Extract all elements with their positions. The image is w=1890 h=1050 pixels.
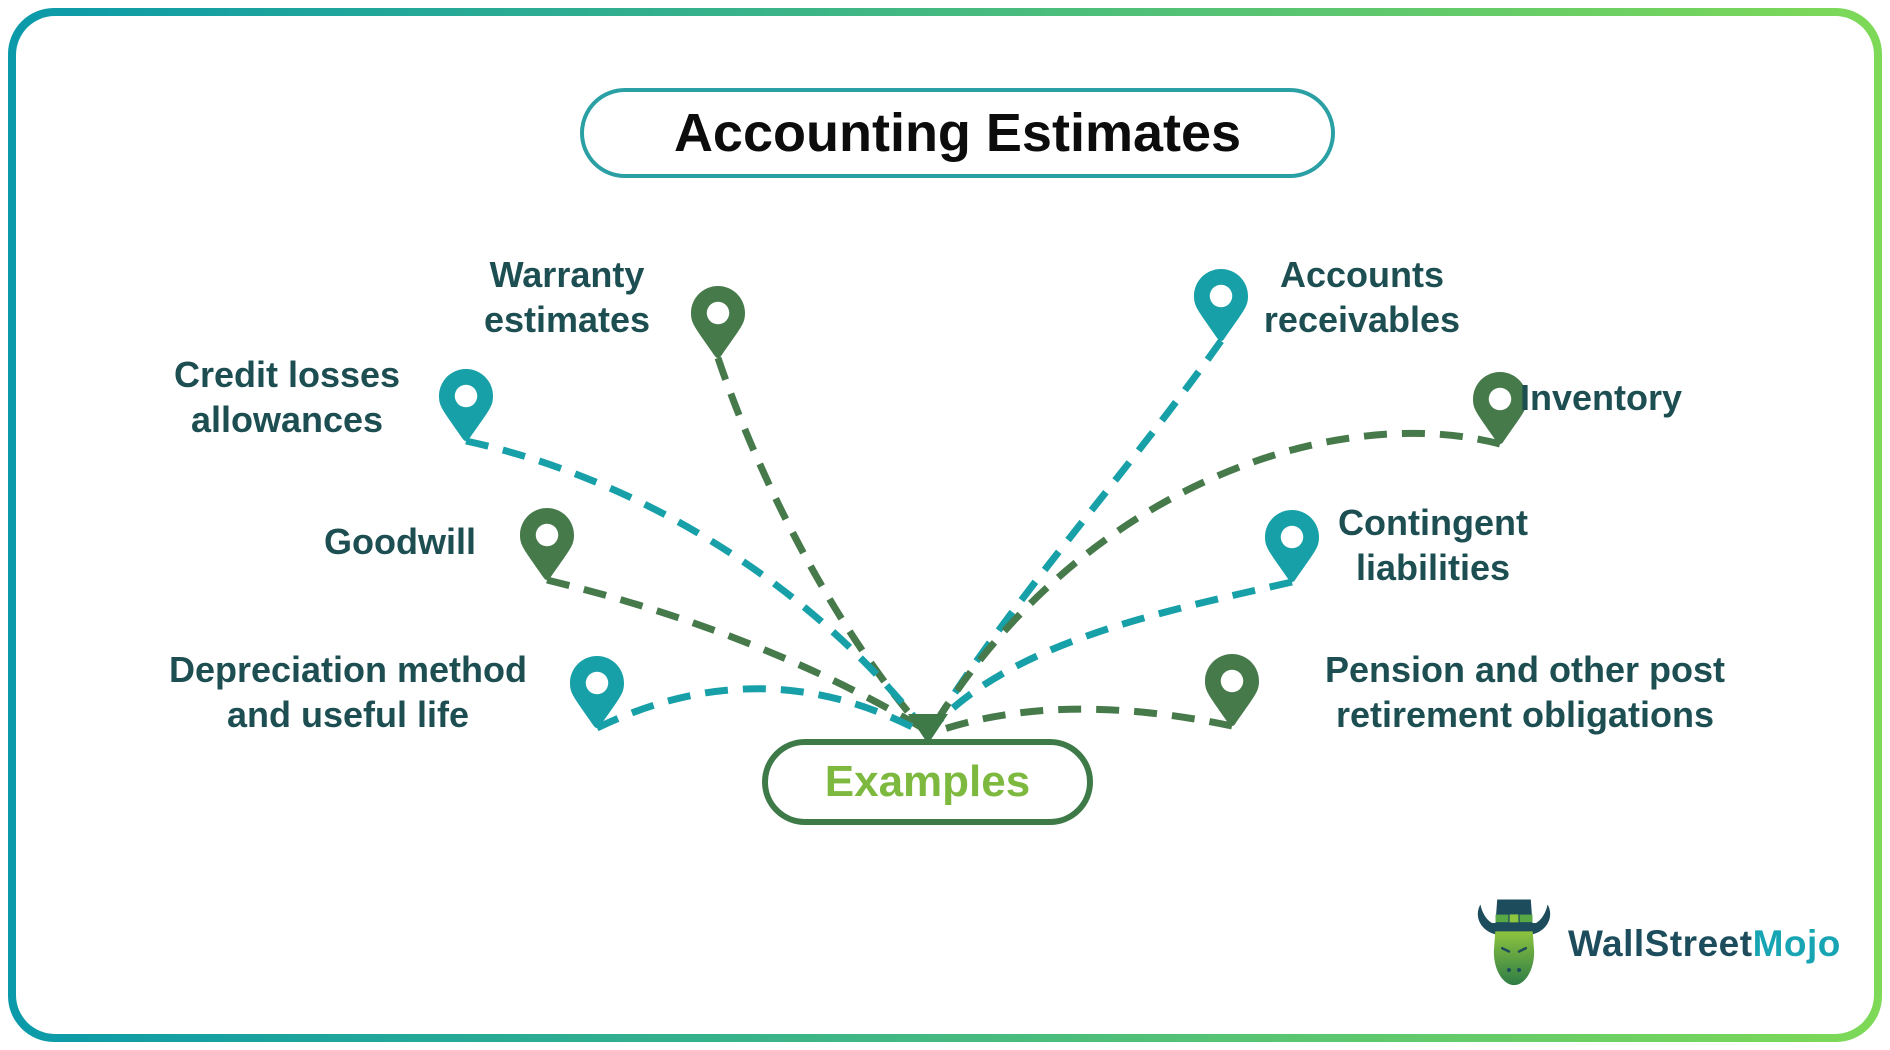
connector-warranty — [714, 356, 923, 729]
bull-mascot-icon — [1477, 899, 1551, 986]
border-frame — [8, 8, 1882, 1042]
connector-depreciation — [595, 685, 922, 735]
arrowhead-icon — [908, 714, 948, 744]
item-label-goodwill: Goodwill — [324, 521, 476, 562]
logo-text: WallStreetMojo — [1568, 923, 1841, 965]
connector-accounts-receivables — [930, 338, 1224, 728]
connector-credit-losses — [465, 437, 925, 730]
item-label-pension-obligations: Pension and other post retirement obliga… — [1324, 649, 1726, 735]
connector-pension — [936, 705, 1233, 735]
examples-label: Examples — [824, 757, 1031, 806]
item-label-contingent-liabilities: Contingent liabilities — [1338, 502, 1528, 588]
item-label-warranty-estimates: Warranty estimates — [483, 254, 651, 340]
wallstreetmojo-logo: WallStreetMojo — [1472, 896, 1841, 992]
pension-pin-icon — [1205, 654, 1259, 727]
item-label-credit-losses-allowances: Credit losses allowances — [173, 354, 401, 440]
credit-losses-pin-icon — [439, 369, 493, 442]
page-title: Accounting Estimates — [673, 103, 1242, 163]
logo-text-accent: Mojo — [1752, 923, 1841, 964]
logo-text-primary: WallStreet — [1568, 923, 1753, 964]
connector-goodwill — [546, 576, 926, 733]
item-label-depreciation-method: Depreciation method and useful life — [168, 649, 528, 735]
connector-contingent-liabilities — [929, 578, 1293, 731]
title-box: Accounting Estimates — [580, 88, 1335, 178]
examples-box: Examples — [762, 739, 1093, 825]
item-label-accounts-receivables: Accounts receivables — [1263, 254, 1461, 340]
item-label-inventory: Inventory — [1519, 377, 1683, 418]
border-frame-inner — [16, 16, 1874, 1034]
